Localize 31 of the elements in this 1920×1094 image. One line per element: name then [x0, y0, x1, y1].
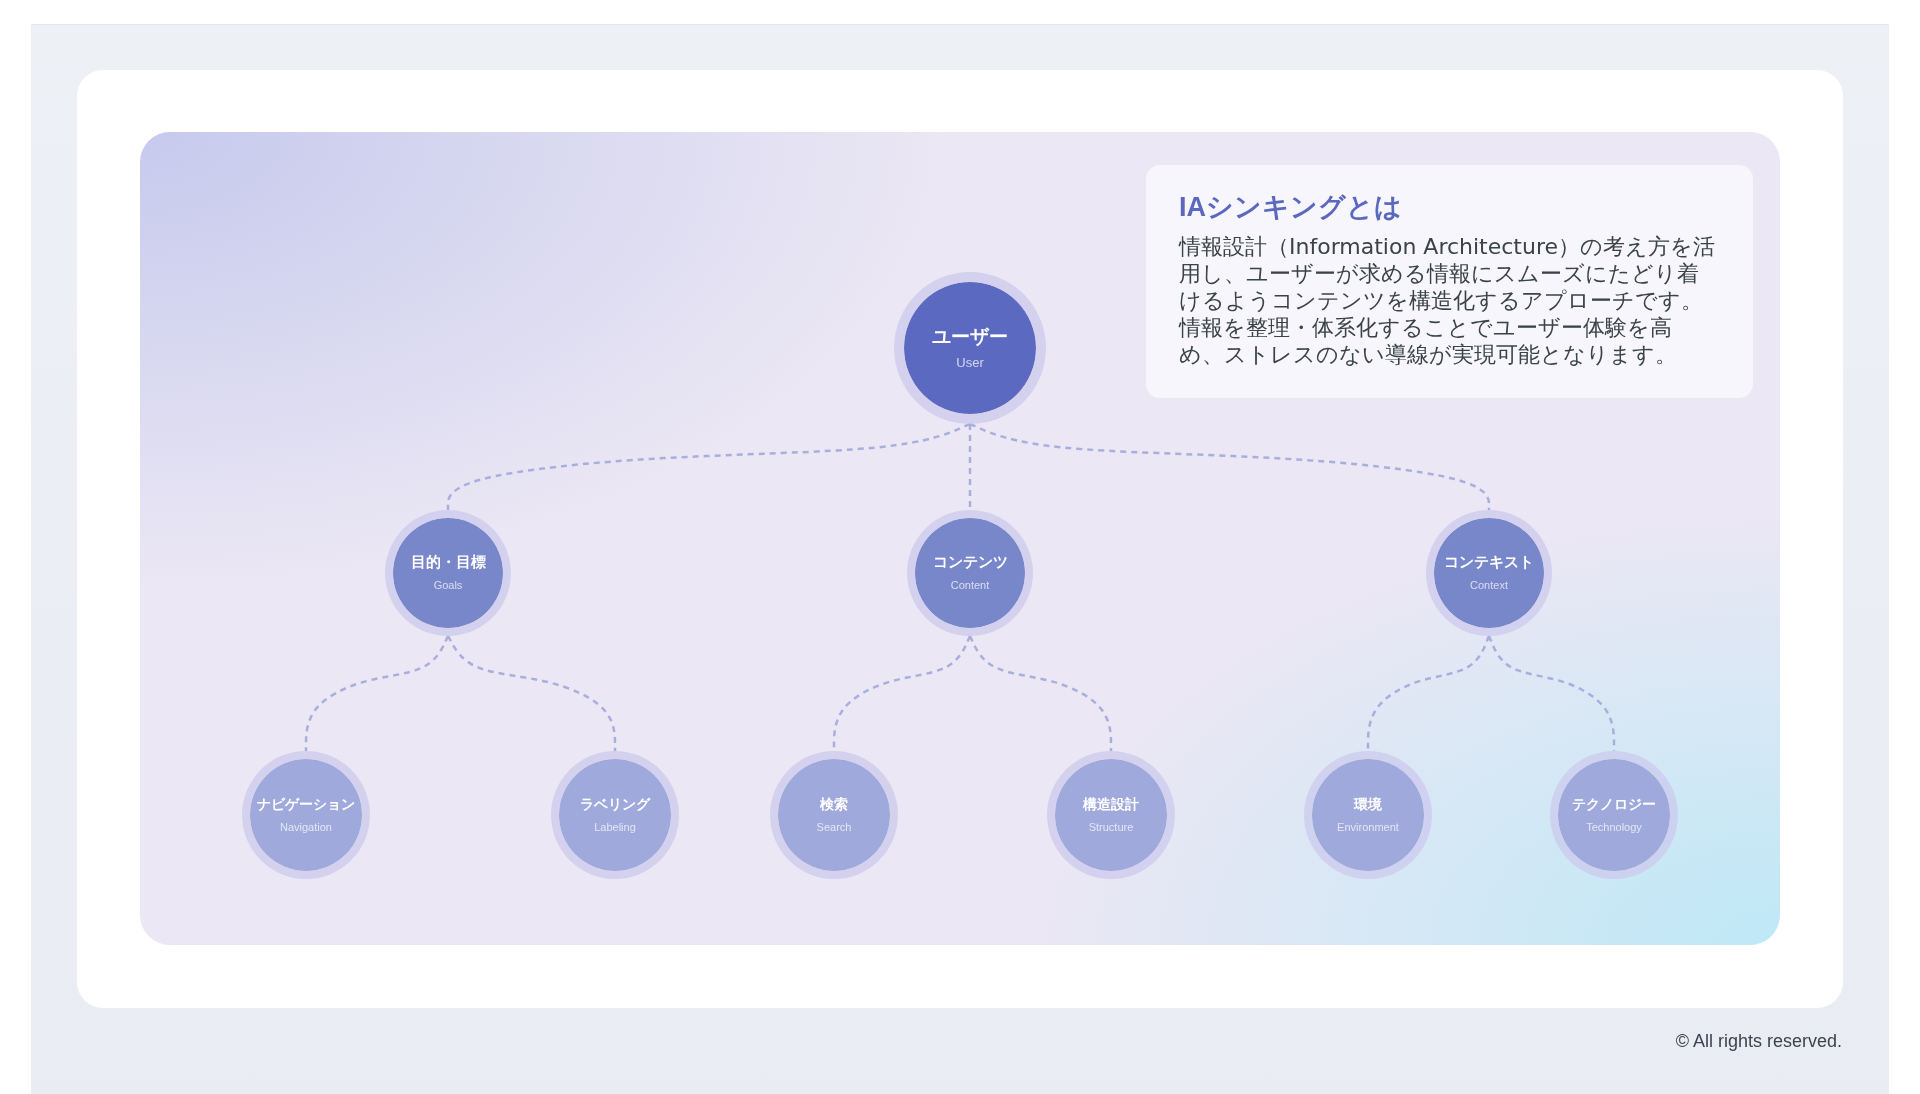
node-title: コンテキスト	[1444, 553, 1534, 572]
dashed-connector	[1366, 635, 1491, 751]
node-subtitle: Content	[950, 579, 990, 593]
node-subtitle: Environment	[1337, 820, 1399, 834]
node-subtitle: Search	[816, 820, 852, 834]
dashed-connector	[968, 635, 1113, 751]
node-subtitle: Labeling	[594, 820, 636, 834]
node-title: コンテンツ	[932, 553, 1008, 572]
node-subtitle: Navigation	[280, 820, 332, 834]
node-title: ナビゲーション	[257, 796, 355, 813]
node-subtitle: Technology	[1586, 820, 1642, 834]
node-title: 構造設計	[1083, 796, 1139, 813]
node-title: テクノロジー	[1572, 796, 1656, 813]
node-title: 環境	[1354, 796, 1382, 813]
node-subtitle: User	[956, 354, 984, 371]
dashed-connector	[968, 424, 972, 510]
dashed-connector	[1487, 635, 1616, 751]
dashed-connector	[446, 635, 617, 751]
dashed-connector	[969, 422, 1491, 510]
dashed-connector	[446, 422, 971, 510]
node-title: ユーザー	[932, 325, 1008, 349]
node-subtitle: Goals	[433, 579, 463, 593]
node-subtitle: Structure	[1088, 820, 1134, 834]
dashed-connector	[304, 635, 450, 751]
node-title: 検索	[820, 796, 848, 813]
node-title: 目的・目標	[410, 553, 486, 572]
node-title: ラベリング	[580, 796, 650, 813]
info-heading: IAシンキングとは	[1179, 191, 1402, 223]
node-subtitle: Context	[1470, 579, 1508, 593]
copyright-text: © All rights reserved.	[1675, 1031, 1842, 1052]
info-paragraph: 情報設計（Information Architecture）の考え方を活用し、ユーザーが求める情報にスムーズにたどり着けるようコンテンツを構造化するアプローチです。情報を整理・体系化することでユーザー体験を高め、ストレスのない導線が実現可能となります。	[1179, 233, 1716, 368]
